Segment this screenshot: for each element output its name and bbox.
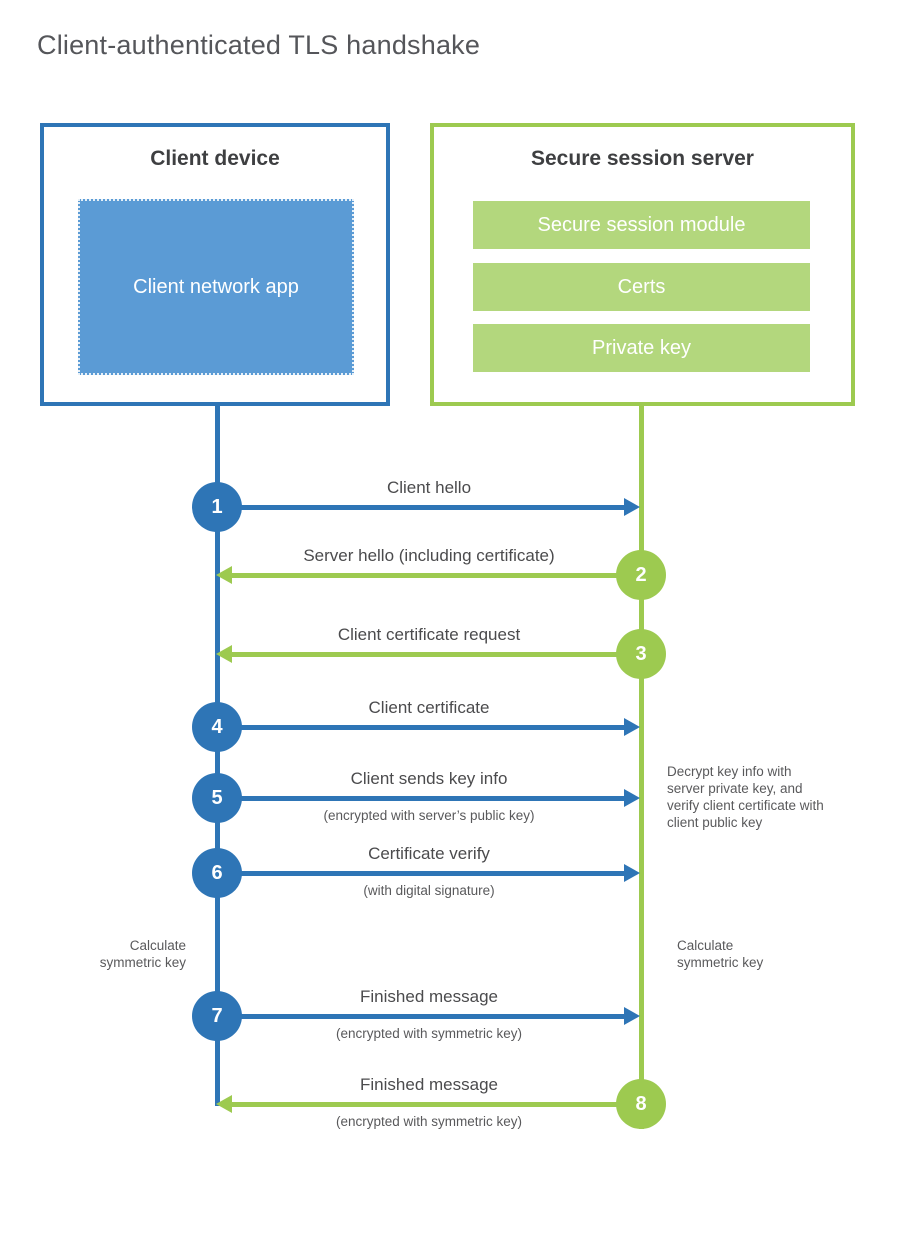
client-lifeline	[215, 406, 220, 1106]
secure-session-server-box: Secure session server Secure session mod…	[430, 123, 855, 406]
message-arrow-line-3	[232, 652, 628, 657]
note-server-decrypt: Decrypt key info with server private key…	[667, 764, 824, 830]
message-label-5: Client sends key info	[350, 769, 508, 788]
message-arrow-head-1	[624, 498, 640, 516]
note-server-calculate-symmetric-key: Calculate symmetric key	[677, 938, 764, 970]
message-arrow-head-3	[216, 645, 232, 663]
message-label-2: Server hello (including certificate)	[303, 546, 555, 565]
message-label-8: Finished message	[360, 1075, 498, 1094]
message-arrow-head-5	[624, 789, 640, 807]
message-arrow-line-7	[230, 1014, 624, 1019]
message-sublabel-5: (encrypted with server’s public key)	[323, 808, 535, 823]
message-arrow-line-8	[232, 1102, 628, 1107]
server-module-private-key: Private key	[473, 324, 810, 372]
message-arrow-head-4	[624, 718, 640, 736]
message-arrow-line-6	[230, 871, 624, 876]
message-label-1: Client hello	[386, 478, 472, 497]
message-sublabel-8: (encrypted with symmetric key)	[335, 1114, 523, 1129]
message-arrow-head-6	[624, 864, 640, 882]
message-arrow-line-5	[230, 796, 624, 801]
message-arrow-head-8	[216, 1095, 232, 1113]
message-arrow-line-2	[232, 573, 628, 578]
message-label-4: Client certificate	[368, 698, 490, 717]
message-label-6: Certificate verify	[368, 844, 490, 863]
message-sublabel-7: (encrypted with symmetric key)	[335, 1026, 523, 1041]
message-sublabel-6: (with digital signature)	[363, 883, 495, 898]
client-network-app-box: Client network app	[78, 199, 354, 375]
server-module-certs: Certs	[473, 263, 810, 311]
server-lifeline	[639, 406, 644, 1129]
step-circle-8: 8	[616, 1079, 666, 1129]
message-label-3: Client certificate request	[337, 625, 521, 644]
client-network-app-label: Client network app	[133, 276, 299, 298]
message-label-7: Finished message	[360, 987, 498, 1006]
message-arrow-head-2	[216, 566, 232, 584]
secure-session-server-title: Secure session server	[531, 147, 754, 170]
message-arrow-line-1	[230, 505, 624, 510]
step-circle-2: 2	[616, 550, 666, 600]
client-device-title: Client device	[150, 147, 280, 170]
page-title: Client-authenticated TLS handshake	[37, 30, 481, 60]
server-module-secure-session: Secure session module	[473, 201, 810, 249]
message-arrow-line-4	[230, 725, 624, 730]
note-client-calculate-symmetric-key: Calculate symmetric key	[99, 938, 186, 970]
message-arrow-head-7	[624, 1007, 640, 1025]
client-device-box: Client device Client network app	[40, 123, 390, 406]
